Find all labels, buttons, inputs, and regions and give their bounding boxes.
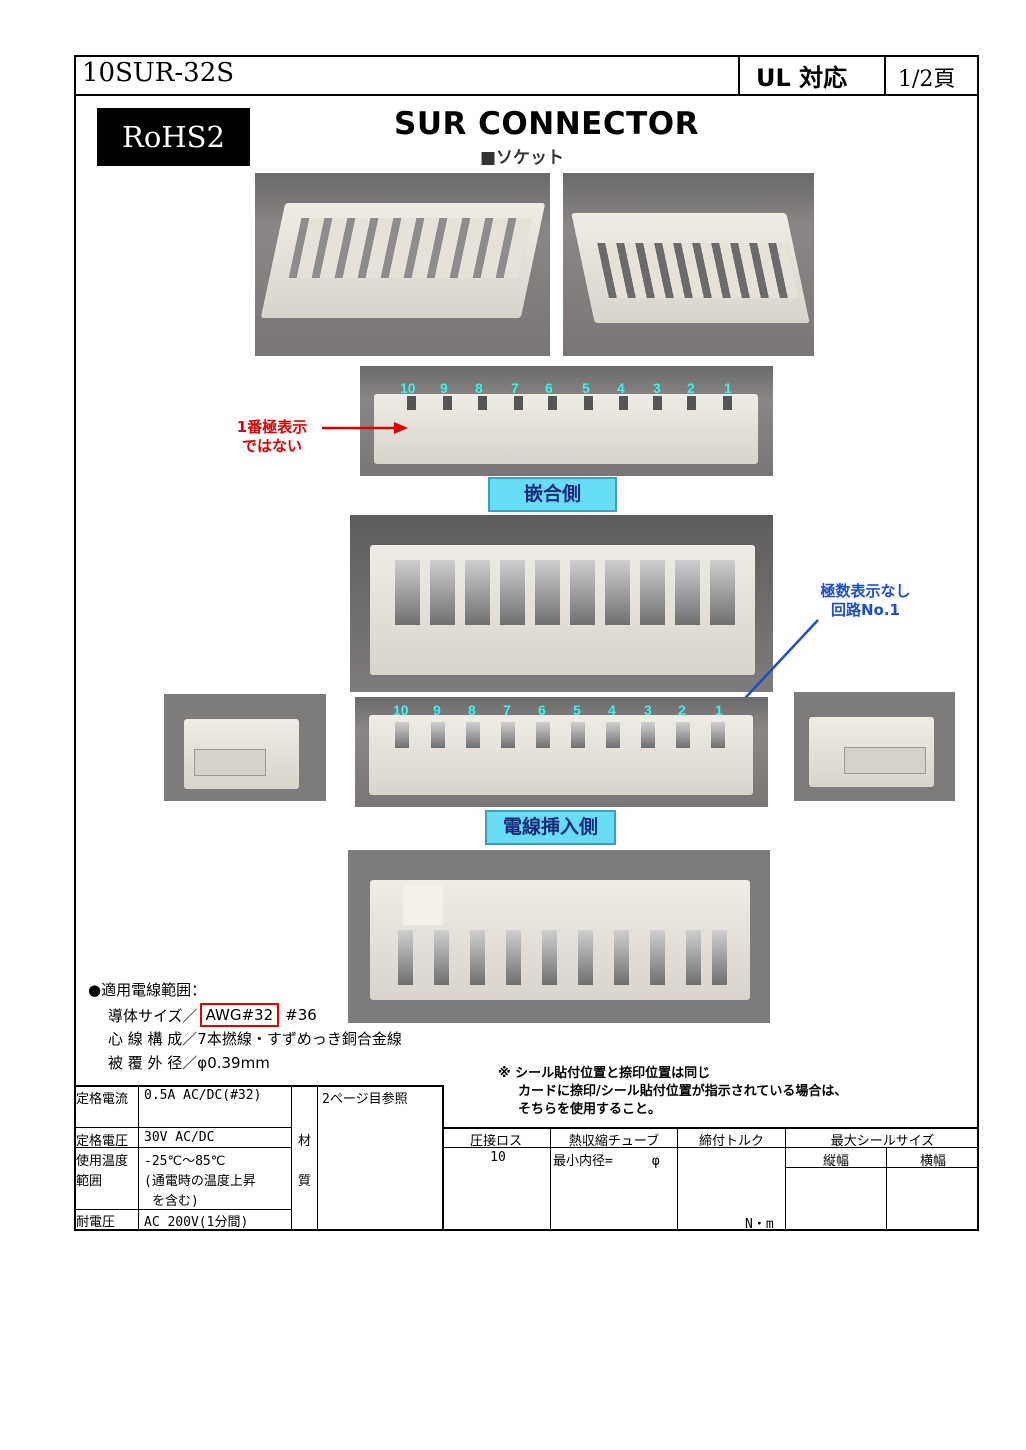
crimp-loss-label: 圧接ロス bbox=[469, 1134, 522, 1149]
seal-note-line1: ※ シール貼付位置と捺印位置は同じ bbox=[498, 1066, 711, 1081]
crimp-loss-value: 10 bbox=[490, 1150, 506, 1165]
page-frame bbox=[74, 55, 979, 1231]
wire-pin-9: 9 bbox=[433, 702, 441, 718]
spec-row-1 bbox=[74, 1127, 292, 1128]
seal-width-label: 横幅 bbox=[919, 1154, 946, 1169]
page-title: SUR CONNECTOR bbox=[394, 106, 699, 142]
mating-pin-10: 10 bbox=[400, 380, 416, 396]
wire-pin-5: 5 bbox=[573, 702, 581, 718]
conductor-suffix: #36 bbox=[285, 1006, 317, 1024]
process-table-top bbox=[442, 1127, 979, 1129]
pin1-annotation-line1: 1番極表示 bbox=[236, 418, 308, 436]
temp-range-value-3: を含む) bbox=[152, 1194, 199, 1209]
spec-row-3 bbox=[74, 1209, 292, 1210]
mating-pin-7: 7 bbox=[511, 380, 519, 396]
part-number: 10SUR-32S bbox=[82, 58, 235, 88]
header-divider-v2 bbox=[884, 55, 886, 95]
process-col-2 bbox=[677, 1127, 678, 1231]
wire-pin-2: 2 bbox=[678, 702, 686, 718]
mating-pin-9: 9 bbox=[440, 380, 448, 396]
spec-row-2 bbox=[74, 1147, 292, 1148]
torque-unit: N・m bbox=[745, 1217, 774, 1232]
mating-pin-4: 4 bbox=[617, 380, 625, 396]
seal-note: ※ シール貼付位置と捺印位置は同じ カードに捺印/シール貼付位置が指示されている… bbox=[498, 1065, 847, 1119]
side-view-left bbox=[164, 694, 326, 801]
temp-range-label-1: 使用温度 bbox=[76, 1154, 129, 1169]
circuit-no-annotation-line2: 回路No.1 bbox=[831, 601, 900, 619]
spec-table-right bbox=[442, 1085, 444, 1231]
side-view-right bbox=[794, 692, 955, 801]
wire-pin-3: 3 bbox=[644, 702, 652, 718]
rohs-badge: RoHS2 bbox=[97, 108, 250, 166]
page-label: 1/2頁 bbox=[898, 67, 956, 92]
header-divider-v1 bbox=[738, 55, 740, 95]
mating-side-label: 嵌合側 bbox=[488, 477, 617, 512]
spec-col-2 bbox=[291, 1085, 292, 1231]
mating-pin-1: 1 bbox=[724, 380, 732, 396]
process-header-row bbox=[442, 1147, 979, 1148]
spec-table-top bbox=[74, 1085, 443, 1087]
withstand-voltage-label: 耐電圧 bbox=[76, 1215, 116, 1230]
rated-voltage-label: 定格電圧 bbox=[76, 1134, 129, 1149]
wire-side-label: 電線挿入側 bbox=[485, 810, 616, 845]
process-col-3 bbox=[785, 1127, 786, 1231]
process-col-1 bbox=[550, 1127, 551, 1231]
rated-current-label: 定格電流 bbox=[76, 1092, 129, 1107]
ul-label: UL 対応 bbox=[756, 64, 848, 92]
mating-pin-5: 5 bbox=[582, 380, 590, 396]
process-col-4 bbox=[886, 1147, 887, 1231]
red-arrow-icon bbox=[322, 422, 408, 434]
connector-photo-angle-1 bbox=[255, 173, 550, 356]
material-label-1: 材 bbox=[298, 1134, 312, 1149]
wire-range-heading: ●適用電線範囲： bbox=[88, 981, 207, 999]
wire-pin-7: 7 bbox=[503, 702, 511, 718]
circuit-no-annotation-line1: 極数表示なし bbox=[820, 582, 911, 600]
wire-pin-6: 6 bbox=[538, 702, 546, 718]
connector-photo-angle-2 bbox=[563, 173, 814, 356]
wire-outer-diameter: 被 覆 外 径／φ0.39mm bbox=[108, 1054, 270, 1072]
wire-side-photo bbox=[355, 697, 768, 807]
pin1-annotation-line2: ではない bbox=[241, 437, 302, 455]
wire-pin-1: 1 bbox=[715, 702, 723, 718]
wire-pin-8: 8 bbox=[468, 702, 476, 718]
wire-conductor-size: 導体サイズ／ AWG#32 #36 bbox=[108, 1003, 317, 1027]
shrink-tube-label: 熱収縮チューブ bbox=[568, 1134, 660, 1149]
wire-pin-10: 10 bbox=[393, 702, 409, 718]
withstand-voltage-value: AC 200V(1分間) bbox=[144, 1215, 249, 1230]
mating-pin-8: 8 bbox=[475, 380, 483, 396]
seal-note-line2: カードに捺印/シール貼付位置が指示されている場合は、 bbox=[518, 1084, 848, 1099]
process-seal-row bbox=[785, 1167, 979, 1168]
material-value: 2ページ目参照 bbox=[322, 1092, 408, 1107]
mating-pin-2: 2 bbox=[687, 380, 695, 396]
spec-col-1 bbox=[138, 1085, 139, 1231]
pin1-annotation: 1番極表示 ではない bbox=[227, 418, 317, 456]
connector-bottom-photo bbox=[348, 850, 770, 1023]
wire-pin-4: 4 bbox=[608, 702, 616, 718]
shrink-tube-value: 最小内径= φ bbox=[553, 1154, 660, 1169]
spec-col-3 bbox=[317, 1085, 318, 1231]
torque-label: 締付トルク bbox=[698, 1134, 764, 1149]
temp-range-value-2: (通電時の温度上昇 bbox=[144, 1174, 256, 1189]
mating-side-photo bbox=[360, 366, 773, 476]
conductor-highlight: AWG#32 bbox=[199, 1003, 280, 1027]
page-subtitle: ■ソケット bbox=[480, 148, 565, 168]
temp-range-value-1: -25℃～85℃ bbox=[144, 1154, 226, 1169]
seal-note-line3: そちらを使用すること。 bbox=[518, 1102, 662, 1117]
temp-range-label-2: 範囲 bbox=[76, 1174, 103, 1189]
mating-pin-3: 3 bbox=[653, 380, 661, 396]
material-label-2: 質 bbox=[298, 1174, 312, 1189]
seal-height-label: 縦幅 bbox=[822, 1154, 849, 1169]
header-divider bbox=[74, 94, 979, 96]
terminal-top-photo bbox=[350, 515, 773, 692]
wire-core-structure: 心 線 構 成／7本撚線・すずめっき銅合金線 bbox=[108, 1030, 402, 1048]
rated-voltage-value: 30V AC/DC bbox=[144, 1130, 215, 1145]
circuit-no-annotation: 極数表示なし 回路No.1 bbox=[808, 582, 923, 620]
rated-current-value: 0.5A AC/DC(#32) bbox=[144, 1088, 262, 1103]
conductor-prefix: 導体サイズ／ bbox=[108, 1006, 198, 1025]
max-seal-label: 最大シールサイズ bbox=[830, 1134, 935, 1149]
mating-pin-6: 6 bbox=[545, 380, 553, 396]
